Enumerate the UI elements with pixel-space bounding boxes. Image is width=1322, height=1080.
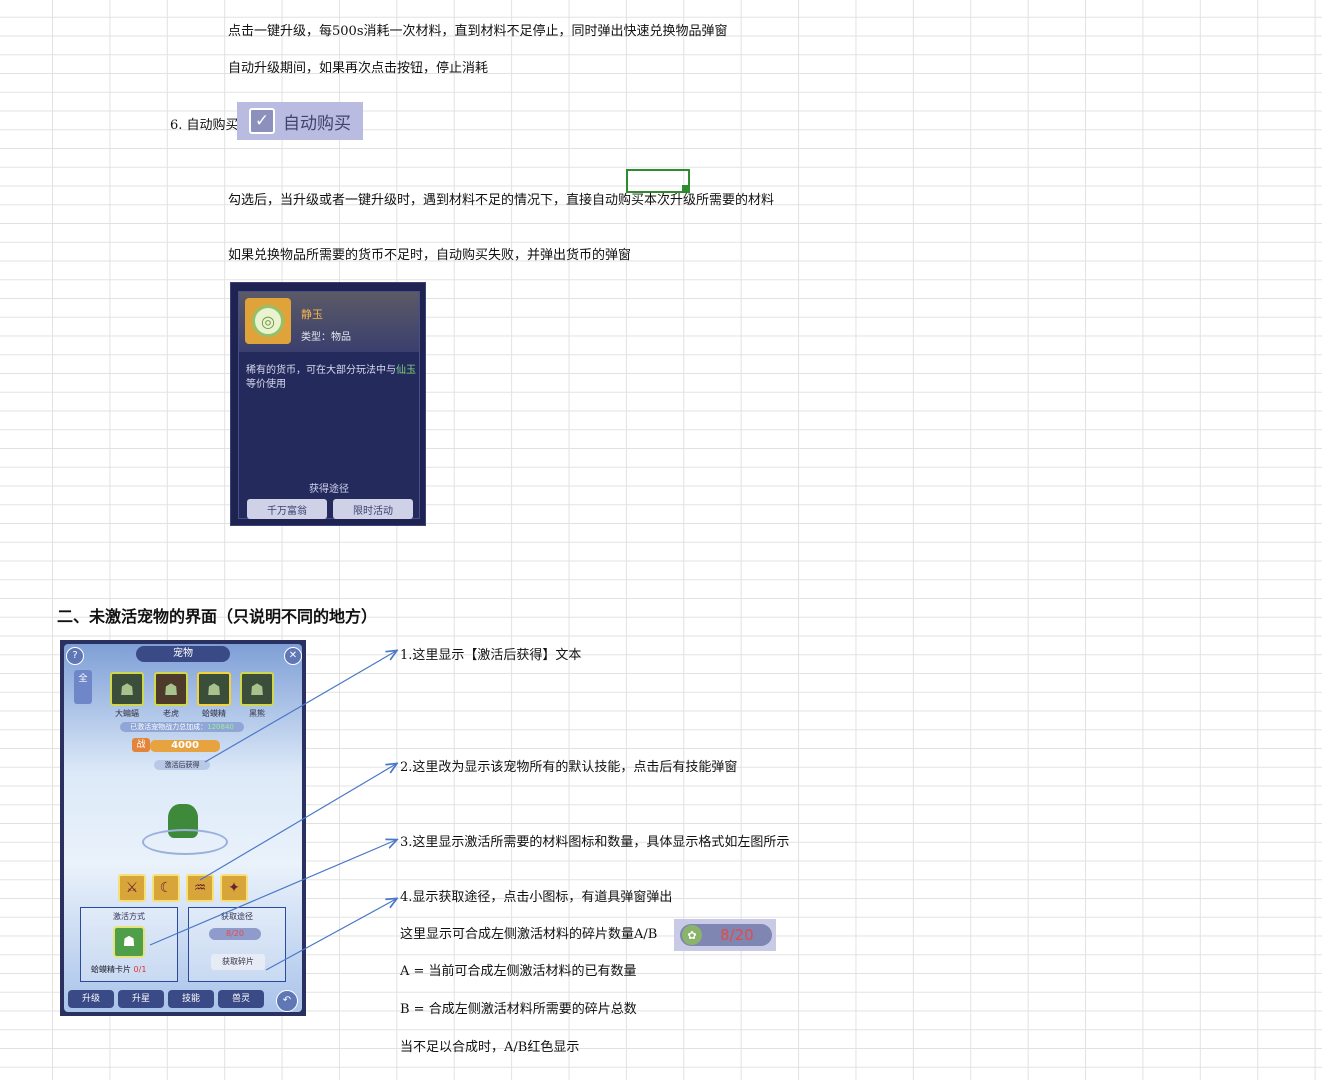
pet-slot-toad[interactable]: ☗ bbox=[197, 672, 231, 706]
fragment-icon: ✿ bbox=[682, 925, 702, 945]
skill-icon[interactable]: ☾ bbox=[152, 874, 180, 902]
item-type: 类型：物品 bbox=[301, 332, 351, 343]
fill-handle[interactable] bbox=[682, 185, 689, 192]
back-icon[interactable]: ↶ bbox=[276, 990, 298, 1012]
item-name: 静玉 bbox=[301, 308, 323, 321]
checkmark-icon: ✓ bbox=[249, 108, 275, 134]
note-1: 1.这里显示【激活后获得】文本 bbox=[400, 648, 582, 663]
note-2: 2.这里改为显示该宠物所有的默认技能，点击后有技能弹窗 bbox=[400, 760, 738, 775]
text-auto-buy-heading: 6. 自动购买 bbox=[170, 118, 239, 133]
close-icon[interactable]: ✕ bbox=[284, 647, 302, 665]
obtain-way-label: 获取途径 bbox=[221, 912, 253, 921]
text-line-5: 如果兑换物品所需要的货币不足时，自动购买失败，并弹出货币的弹窗 bbox=[228, 248, 632, 263]
tab-star-up[interactable]: 升星 bbox=[118, 990, 164, 1008]
text-line-2: 自动升级期间，如果再次点击按钮，停止消耗 bbox=[228, 61, 489, 76]
help-icon[interactable]: ? bbox=[66, 647, 84, 665]
fragment-count-chip: ✿ 8/20 bbox=[674, 919, 776, 951]
item-description: 稀有的货币，可在大部分玩法中与仙玉等价使用 bbox=[246, 365, 416, 390]
pet-slot-label: 蛤蟆精 bbox=[202, 709, 226, 718]
auto-buy-label: 自动购买 bbox=[283, 113, 351, 134]
fragment-count-value: 8/20 bbox=[720, 926, 754, 944]
activate-after-label: 激活后获得 bbox=[154, 760, 210, 770]
tab-beast-spirit[interactable]: 兽灵 bbox=[218, 990, 264, 1008]
pet-window-title: 宠物 bbox=[136, 646, 230, 662]
total-power-bonus: 已激活宠物战力总加成：120840 bbox=[120, 722, 244, 732]
text-line-4: 勾选后，当升级或者一键升级时，遇到材料不足的情况下，直接自动购买本次升级所需要的… bbox=[228, 193, 775, 208]
item-popup-panel: ◎ 静玉 类型：物品 稀有的货币，可在大部分玩法中与仙玉等价使用 获得途径 千万… bbox=[238, 291, 420, 519]
item-popup-header: ◎ 静玉 类型：物品 bbox=[239, 292, 419, 352]
power-value: 4000 bbox=[150, 740, 220, 752]
auto-buy-checkbox[interactable]: ✓ 自动购买 bbox=[237, 102, 363, 140]
pet-platform bbox=[142, 829, 228, 855]
pet-slot-label: 黑熊 bbox=[249, 709, 265, 718]
skill-icon[interactable]: ✦ bbox=[220, 874, 248, 902]
note-3: 3.这里显示激活所需要的材料图标和数量，具体显示格式如左图所示 bbox=[400, 835, 790, 850]
pet-card-label: 蛤蟆精卡片 0/1 bbox=[91, 965, 147, 974]
note-4: 4.显示获取途径，点击小图标，有道具弹窗弹出 bbox=[400, 890, 673, 905]
fragment-count-frame: ✿ 8/20 bbox=[680, 924, 772, 946]
jade-item-icon: ◎ bbox=[245, 298, 291, 344]
cell-selection[interactable] bbox=[626, 169, 690, 193]
obtain-way-panel: 获取途径 8/20 获取碎片 bbox=[188, 907, 286, 982]
skill-icon[interactable]: ⚔ bbox=[118, 874, 146, 902]
fragment-count[interactable]: 8/20 bbox=[209, 928, 261, 940]
obtain-way-label: 获得途径 bbox=[309, 484, 349, 495]
pet-slot-bear[interactable]: ☗ bbox=[240, 672, 274, 706]
pet-screen-screenshot: ? 宠物 ✕ 全 ☗ ☗ ☗ ☗ 大蝙蝠 老虎 蛤蟆精 黑熊 已激活宠物战力总加… bbox=[60, 640, 306, 1016]
get-fragment-button[interactable]: 获取碎片 bbox=[211, 954, 265, 970]
pet-slot-tiger[interactable]: ☗ bbox=[154, 672, 188, 706]
section-title: 二、未激活宠物的界面（只说明不同的地方） bbox=[57, 607, 378, 626]
skill-icon[interactable]: ♒ bbox=[186, 874, 214, 902]
power-icon: 战 bbox=[132, 738, 150, 752]
note-5: 这里显示可合成左侧激活材料的碎片数量A/B bbox=[400, 927, 658, 942]
note-7: B = 合成左侧激活材料所需要的碎片总数 bbox=[400, 1002, 637, 1017]
activate-method-panel: 激活方式 ☗ 蛤蟆精卡片 0/1 bbox=[80, 907, 178, 982]
tab-upgrade[interactable]: 升级 bbox=[68, 990, 114, 1008]
note-8: 当不足以合成时，A/B红色显示 bbox=[400, 1040, 580, 1055]
note-6: A = 当前可合成左侧激活材料的已有数量 bbox=[400, 964, 637, 979]
pet-slot-label: 大蝙蝠 bbox=[115, 709, 139, 718]
pet-slot-label: 老虎 bbox=[163, 709, 179, 718]
filter-all-button[interactable]: 全 bbox=[74, 670, 92, 704]
text-line-1: 点击一键升级，每500s消耗一次材料，直到材料不足停止，同时弹出快速兑换物品弹窗 bbox=[228, 24, 728, 39]
pet-screen-body: ? 宠物 ✕ 全 ☗ ☗ ☗ ☗ 大蝙蝠 老虎 蛤蟆精 黑熊 已激活宠物战力总加… bbox=[64, 644, 302, 1012]
tab-skills[interactable]: 技能 bbox=[168, 990, 214, 1008]
pet-card-icon[interactable]: ☗ bbox=[113, 926, 145, 958]
pet-slot-bat[interactable]: ☗ bbox=[110, 672, 144, 706]
millionaire-button[interactable]: 千万富翁 bbox=[247, 499, 327, 519]
limited-event-button[interactable]: 限时活动 bbox=[333, 499, 413, 519]
activate-method-label: 激活方式 bbox=[113, 912, 145, 921]
item-popup-screenshot: ◎ 静玉 类型：物品 稀有的货币，可在大部分玩法中与仙玉等价使用 获得途径 千万… bbox=[230, 282, 426, 526]
